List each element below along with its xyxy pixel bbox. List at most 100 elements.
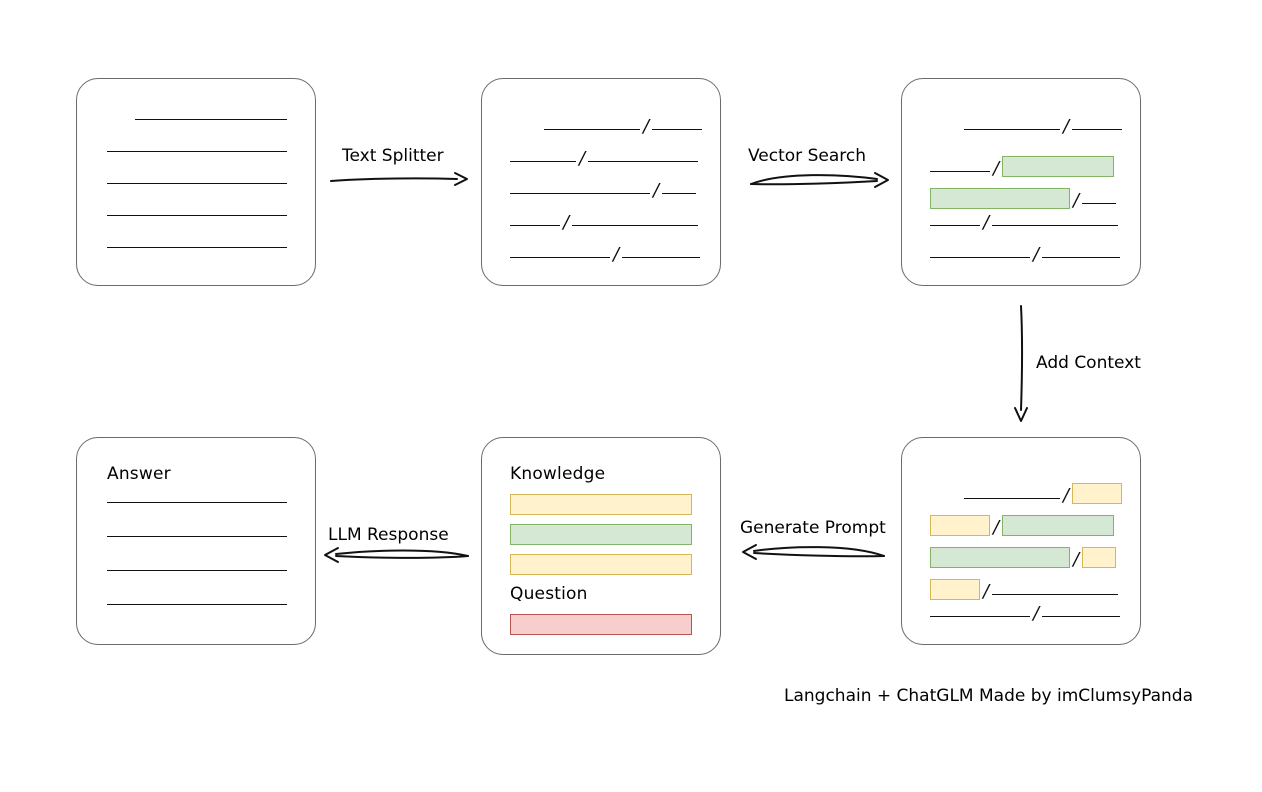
card-prompt[interactable]: Knowledge Question xyxy=(481,437,721,655)
answer-line xyxy=(107,604,287,605)
highlighted-chunk-yellow xyxy=(1082,547,1117,568)
document-line xyxy=(107,215,287,216)
knowledge-bar-yellow xyxy=(510,494,692,515)
document-line xyxy=(135,119,287,120)
slash-separator: / xyxy=(1073,190,1080,211)
edge-label-vector-search: Vector Search xyxy=(748,146,866,166)
edge-generate-prompt xyxy=(740,540,886,564)
highlighted-chunk-green xyxy=(1002,515,1115,536)
text-line-segment xyxy=(992,225,1119,226)
document-line: / xyxy=(510,148,699,169)
text-line-segment xyxy=(510,161,576,162)
card-retrieved-chunks[interactable]: / / / / / xyxy=(901,78,1141,286)
slash-separator: / xyxy=(653,180,660,201)
slash-separator: / xyxy=(983,581,990,602)
arrow-right-icon xyxy=(330,172,468,186)
text-line-segment xyxy=(107,570,287,571)
document-line: / xyxy=(510,212,699,233)
slash-separator: / xyxy=(563,212,570,233)
slash-separator: / xyxy=(993,517,1000,538)
text-line-segment xyxy=(930,257,1030,258)
question-bar-red xyxy=(510,614,692,635)
text-line-segment xyxy=(544,129,640,130)
text-line-segment xyxy=(572,225,699,226)
edge-label-text-splitter: Text Splitter xyxy=(342,146,444,166)
card-split-chunks[interactable]: / / / / / xyxy=(481,78,721,286)
slash-separator: / xyxy=(643,116,650,137)
text-line-segment xyxy=(652,129,703,130)
document-line: / xyxy=(930,212,1119,233)
text-line-segment xyxy=(622,257,701,258)
arrow-left-icon xyxy=(742,544,885,560)
text-line-segment xyxy=(510,193,650,194)
document-line: / xyxy=(510,180,697,201)
text-line-segment xyxy=(107,536,287,537)
edge-text-splitter xyxy=(329,168,469,190)
text-line-segment xyxy=(1082,203,1117,204)
question-label: Question xyxy=(510,584,588,604)
edge-label-llm-response: LLM Response xyxy=(328,525,449,545)
card-context-chunks[interactable]: / / / / / xyxy=(901,437,1141,645)
edge-llm-response xyxy=(322,542,470,566)
document-line: / xyxy=(544,116,703,137)
text-line-segment xyxy=(964,498,1060,499)
knowledge-bar-green xyxy=(510,524,692,545)
document-line: / xyxy=(930,151,1115,179)
text-line-segment xyxy=(662,193,697,194)
slash-separator: / xyxy=(983,212,990,233)
document-line: / xyxy=(930,542,1117,570)
slash-separator: / xyxy=(1063,116,1070,137)
slash-separator: / xyxy=(993,158,1000,179)
highlighted-chunk-green xyxy=(1002,156,1115,177)
highlighted-chunk-yellow xyxy=(1072,483,1123,504)
text-line-segment xyxy=(107,247,287,248)
slash-separator: / xyxy=(1063,485,1070,506)
text-line-segment xyxy=(1042,257,1121,258)
knowledge-bar-yellow xyxy=(510,554,692,575)
arrow-down-icon xyxy=(1014,305,1028,422)
document-line: / xyxy=(964,116,1123,137)
document-line xyxy=(107,183,287,184)
slash-separator: / xyxy=(1073,549,1080,570)
text-line-segment xyxy=(510,257,610,258)
text-line-segment xyxy=(135,119,287,120)
text-line-segment xyxy=(1072,129,1123,130)
slash-separator: / xyxy=(579,148,586,169)
text-line-segment xyxy=(930,225,980,226)
slash-separator: / xyxy=(1033,244,1040,265)
text-line-segment xyxy=(107,502,287,503)
highlighted-chunk-green xyxy=(930,188,1070,209)
document-line: / xyxy=(930,605,1121,623)
document-line xyxy=(107,247,287,248)
answer-line xyxy=(107,536,287,537)
card-source-document[interactable] xyxy=(76,78,316,286)
document-line: / xyxy=(930,510,1115,538)
text-line-segment xyxy=(1042,616,1121,617)
text-line-segment xyxy=(107,215,287,216)
document-line: / xyxy=(964,478,1123,506)
text-line-segment xyxy=(930,616,1030,617)
answer-label: Answer xyxy=(107,464,171,484)
text-line-segment xyxy=(107,604,287,605)
text-line-segment xyxy=(107,151,287,152)
edge-vector-search xyxy=(749,168,889,192)
knowledge-label: Knowledge xyxy=(510,464,606,484)
edge-label-generate-prompt: Generate Prompt xyxy=(740,518,886,538)
document-line: / xyxy=(930,244,1121,265)
text-line-segment xyxy=(588,161,699,162)
card-answer[interactable]: Answer xyxy=(76,437,316,645)
text-line-segment xyxy=(930,171,990,172)
document-line: / xyxy=(930,183,1117,211)
text-line-segment xyxy=(992,594,1119,595)
edge-add-context xyxy=(1010,304,1034,422)
slash-separator: / xyxy=(613,244,620,265)
highlighted-chunk-green xyxy=(930,547,1070,568)
arrow-left-icon xyxy=(324,547,469,563)
highlighted-chunk-yellow xyxy=(930,579,980,600)
footer-credit: Langchain + ChatGLM Made by imClumsyPand… xyxy=(784,686,1193,706)
document-line xyxy=(107,151,287,152)
edge-label-add-context: Add Context xyxy=(1036,353,1141,373)
answer-line xyxy=(107,502,287,503)
text-line-segment xyxy=(964,129,1060,130)
